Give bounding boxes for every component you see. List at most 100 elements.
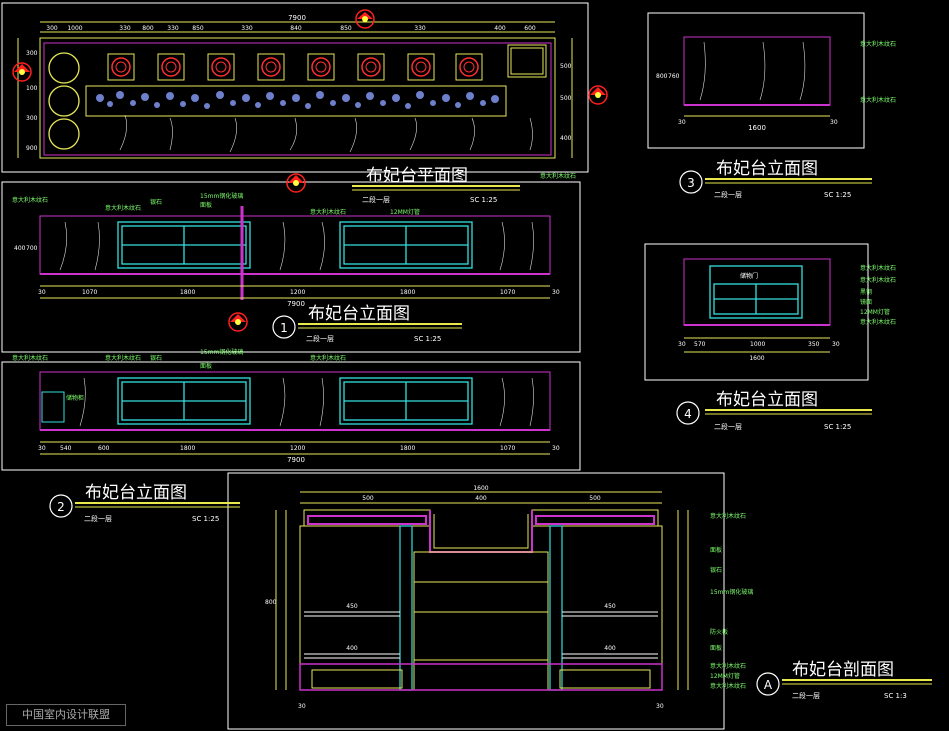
elev2-overall-dim: 7900 [287, 456, 305, 464]
elev1-label: 意大利木纹石 [310, 208, 346, 216]
elev4-dim: 570 [694, 341, 706, 348]
section-label: 15mm钢化玻璃 [710, 588, 753, 596]
plan-side-dim: 900 [26, 145, 38, 152]
elev2-dim: 1800 [400, 445, 415, 452]
elev2-dim: 1200 [290, 445, 305, 452]
elev2-label: 储物柜 [66, 394, 84, 402]
view-marker-icon [355, 9, 375, 29]
elev3-height: 800 [656, 73, 668, 80]
section-label: 银石 [710, 566, 722, 574]
elev2-dim: 600 [98, 445, 110, 452]
view-marker-icon [228, 312, 248, 332]
elev1-dim: 1800 [400, 289, 415, 296]
elev1-title: 布妃台立面图 [308, 304, 410, 324]
elev4-cabinet [709, 265, 803, 319]
section-label: 意大利木纹石 [710, 662, 746, 670]
elev2-number-circle [49, 494, 73, 518]
elev1-label: 12MM灯管 [390, 208, 420, 216]
plan-dim: 600 [524, 25, 536, 32]
elevation-1: 7900 30 1070 1800 1200 1800 1070 30 400 … [12, 192, 560, 343]
elev4-label: 黑钢 [860, 288, 872, 296]
section-dim: 1600 [473, 485, 488, 492]
section-shelf-dim: 400 [604, 645, 616, 652]
elev4-label: 意大利木纹石 [860, 318, 896, 326]
section-label: 面板 [710, 644, 722, 652]
elev2-scale: SC 1:25 [192, 515, 219, 523]
elev4-dim: 30 [832, 341, 840, 348]
section-a: 500 1600 500 400 [265, 485, 932, 710]
elev1-height: 700 [26, 245, 38, 252]
elev4-number: 4 [684, 407, 692, 421]
elev3-title: 布妃台立面图 [716, 159, 818, 179]
elev2-level: 二段一层 [84, 514, 112, 523]
elev1-labels: 意大利木纹石 意大利木纹石 银石 15mm钢化玻璃 面板 意大利木纹石 12MM… [12, 192, 420, 216]
elev1-label: 意大利木纹石 [105, 204, 141, 212]
plan-dim: 800 [142, 25, 154, 32]
elev1-number-circle [272, 315, 296, 339]
plan-view: 7900 300 1000 330 800 330 850 330 840 85… [12, 9, 608, 204]
elev1-label: 银石 [150, 198, 162, 206]
section-inner-top: 400 [475, 495, 487, 502]
view-marker-icon [12, 62, 32, 82]
elev2-label: 意大利木纹石 [12, 354, 48, 362]
section-title: 布妃台剖面图 [792, 660, 894, 680]
watermark: 中国室内设计联盟 [6, 704, 126, 726]
elev4-number-circle [676, 401, 700, 425]
elev4-label: 镜面 [860, 298, 872, 306]
elev3-number: 3 [687, 176, 695, 190]
elev2-dim: 1800 [180, 445, 195, 452]
plan-square-units [107, 53, 483, 81]
plan-dim: 840 [290, 25, 302, 32]
section-bottom: 30 [298, 703, 306, 710]
plan-dim: 300 [46, 25, 58, 32]
elevation-2: 7900 30 540 600 1800 1200 1800 1070 30 意… [12, 348, 560, 523]
elev4-label: 意大利木纹石 [860, 276, 896, 284]
elev4-label: 意大利木纹石 [860, 264, 896, 272]
elev2-label: 面板 [200, 362, 212, 370]
plan-title: 布妃台平面图 [366, 166, 468, 186]
elev4-labels: 意大利木纹石 意大利木纹石 黑钢 镜面 12MM灯管 意大利木纹石 [860, 264, 896, 326]
plan-round-pots [48, 52, 80, 150]
elev1-dim: 1070 [82, 289, 97, 296]
plan-dim: 850 [192, 25, 204, 32]
elev1-dim: 1200 [290, 289, 305, 296]
section-letter-circle [756, 672, 780, 696]
elev4-scale: SC 1:25 [824, 423, 851, 431]
plan-dim: 330 [167, 25, 179, 32]
plan-dim: 330 [241, 25, 253, 32]
plan-side-dim: 100 [26, 85, 38, 92]
elev2-label: 15mm钢化玻璃 [200, 348, 243, 356]
plan-dim: 330 [414, 25, 426, 32]
section-shelf-dim: 450 [346, 603, 358, 610]
section-height: 800 [265, 599, 277, 606]
plan-top-dims: 300 1000 330 800 330 850 330 840 850 330… [46, 25, 536, 32]
plan-side-dim: 300 [26, 115, 38, 122]
elev4-level: 二段一层 [714, 422, 742, 431]
view-marker-icon [286, 173, 306, 193]
elev1-height: 400 [14, 245, 26, 252]
elev2-number: 2 [57, 500, 65, 514]
section-level: 二段一层 [792, 691, 820, 700]
plan-overall-dim: 7900 [288, 14, 306, 22]
sheet-frames [1, 2, 869, 730]
elev1-level: 二段一层 [306, 334, 334, 343]
elev4-title: 布妃台立面图 [716, 390, 818, 410]
elev1-cabinet [117, 221, 473, 269]
elev2-label: 银石 [150, 354, 162, 362]
elev3-scale: SC 1:25 [824, 191, 851, 199]
plan-right-dim: 500 [560, 95, 572, 102]
plan-plant-strip [85, 85, 507, 117]
section-shelf-dim: 450 [604, 603, 616, 610]
elev2-label: 意大利木纹石 [105, 354, 141, 362]
elev1-dim: 1800 [180, 289, 195, 296]
elev4-label: 12MM灯管 [860, 308, 890, 316]
elev2-dim: 540 [60, 445, 72, 452]
elev2-dim: 1070 [500, 445, 515, 452]
section-scale: SC 1:3 [884, 692, 907, 700]
elev2-dim: 30 [552, 445, 560, 452]
elev1-scale: SC 1:25 [414, 335, 441, 343]
elev1-dim: 1070 [500, 289, 515, 296]
section-shelf-dim: 400 [346, 645, 358, 652]
elev2-title: 布妃台立面图 [85, 483, 187, 503]
